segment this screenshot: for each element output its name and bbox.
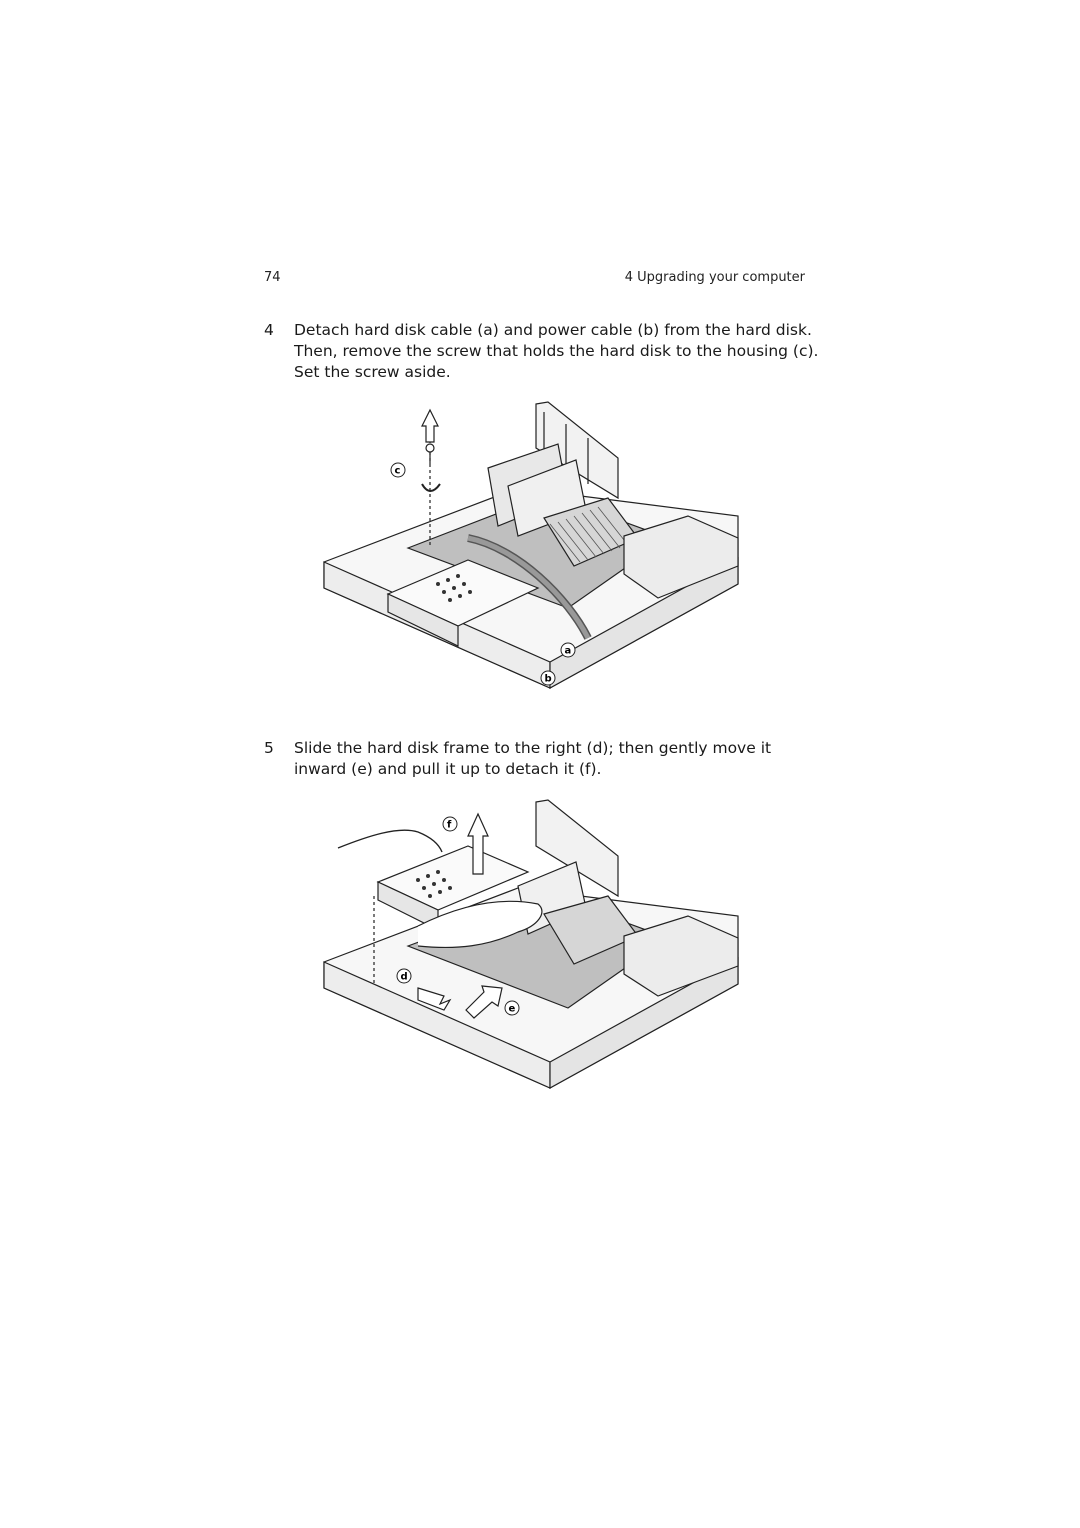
step-5: 5 Slide the hard disk frame to the right… <box>264 738 824 782</box>
page-header: 74 4 Upgrading your computer <box>264 270 805 290</box>
callout-a: a <box>560 642 576 658</box>
step-number: 4 <box>264 321 274 339</box>
figure-detach-hdd-frame: f d e <box>318 796 748 1108</box>
step-4: 4 Detach hard disk cable (a) and power c… <box>264 320 824 390</box>
figure-remove-hdd-cables: c a b <box>318 398 748 720</box>
page-number: 74 <box>264 270 281 285</box>
callout-b: b <box>540 670 556 686</box>
svg-text:d: d <box>401 972 408 983</box>
chapter-title: 4 Upgrading your computer <box>624 270 805 285</box>
computer-chassis-illustration: f d e <box>323 799 739 1090</box>
callout-e: e <box>504 1000 520 1016</box>
computer-chassis-illustration: c a b <box>323 401 739 690</box>
step-number: 5 <box>264 739 274 757</box>
svg-text:b: b <box>545 674 552 685</box>
svg-text:c: c <box>395 466 401 477</box>
step-text: Detach hard disk cable (a) and power cab… <box>294 321 819 381</box>
svg-text:e: e <box>509 1004 516 1015</box>
svg-text:f: f <box>447 820 452 831</box>
callout-f: f <box>442 816 458 832</box>
callout-d: d <box>396 968 412 984</box>
svg-text:a: a <box>565 646 572 657</box>
step-text: Slide the hard disk frame to the right (… <box>294 739 772 778</box>
callout-c: c <box>390 462 406 478</box>
